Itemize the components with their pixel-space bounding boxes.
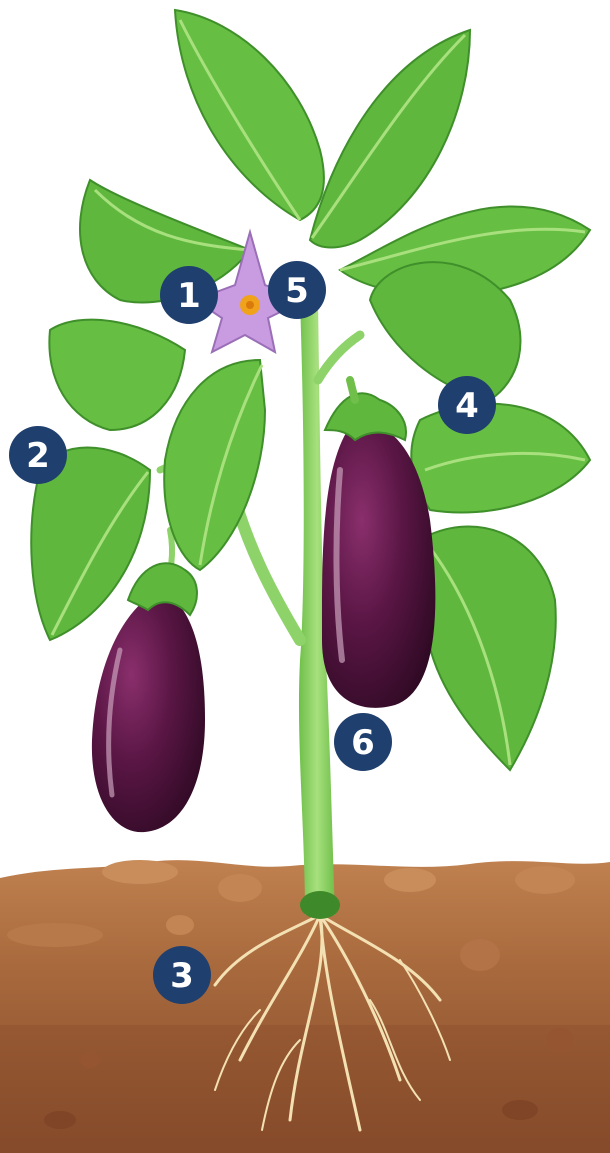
marker-1-label: 1	[177, 276, 201, 316]
marker-2-label: 2	[26, 436, 50, 476]
eggplant-left	[92, 563, 205, 832]
marker-5: 5	[268, 261, 326, 319]
marker-5-label: 5	[285, 271, 309, 311]
marker-4: 4	[438, 376, 496, 434]
marker-3: 3	[153, 946, 211, 1004]
marker-4-label: 4	[455, 386, 479, 426]
marker-6-label: 6	[351, 723, 375, 763]
marker-2: 2	[9, 426, 67, 484]
marker-3-label: 3	[170, 956, 194, 996]
marker-1: 1	[160, 266, 218, 324]
marker-6: 6	[334, 713, 392, 771]
